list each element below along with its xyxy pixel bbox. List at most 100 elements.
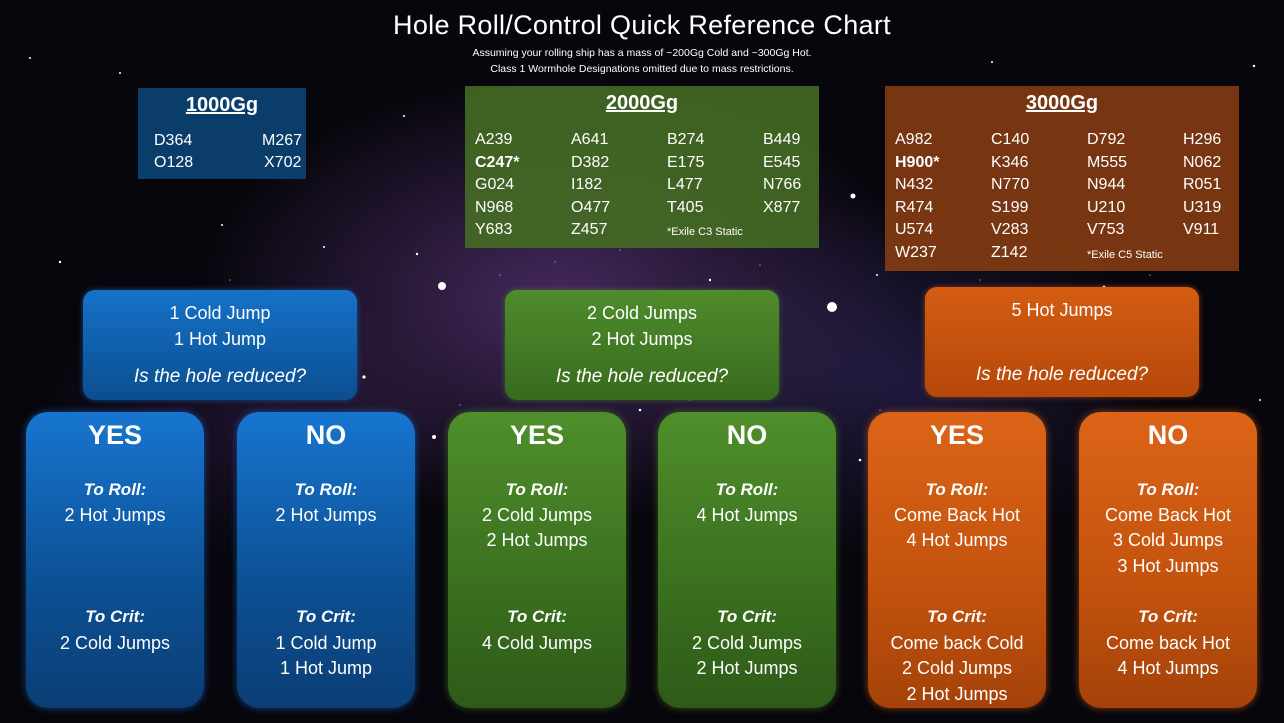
to-crit-label: To Crit: [1138,607,1198,626]
mass-heading: 3000Gg [1025,92,1099,114]
wormhole-code: Z457 [571,221,608,238]
wormhole-code: D382 [571,153,610,171]
answer-yes-1000gg: YES To Roll: 2 Hot Jumps To Crit: 2 Cold… [26,412,204,708]
jump-instruction: 2 Hot Jumps [591,329,693,349]
crit-step: 4 Hot Jumps [1117,658,1219,678]
roll-step: 2 Hot Jumps [64,505,166,525]
mass-group-1000gg: 1000Gg D364 M267 O128 X702 [138,88,306,179]
wormhole-code: L477 [667,176,703,193]
crit-step: 1 Hot Jump [279,658,373,678]
wormhole-code-exile: H900* [895,153,940,171]
mass-heading: 2000Gg [605,92,679,114]
wormhole-code: N968 [475,198,514,216]
wormhole-code: U319 [1183,198,1222,216]
to-roll-label: To Roll: [294,480,358,499]
wormhole-code: D792 [1087,131,1126,148]
wormhole-code: Y683 [475,221,513,238]
question-box-3000gg: 5 Hot Jumps Is the hole reduced? [925,287,1199,397]
answer-heading: YES [929,420,985,450]
mass-group-2000gg: 2000Gg A239 A641 B274 B449 C247* D382 E1… [465,86,819,248]
answer-heading: NO [305,420,347,450]
wormhole-code: E175 [667,153,705,171]
jump-instruction: 1 Cold Jump [169,303,271,323]
wormhole-code: Z142 [991,243,1028,261]
to-roll-label: To Roll: [505,480,569,499]
roll-step: 4 Hot Jumps [696,505,798,525]
wormhole-code: O477 [571,198,611,216]
wormhole-code: V753 [1087,221,1125,238]
roll-step: Come Back Hot [1104,505,1232,525]
roll-step: 4 Hot Jumps [906,530,1008,550]
to-crit-label: To Crit: [507,607,567,626]
wormhole-code: C140 [991,131,1030,148]
wormhole-code: V911 [1183,221,1220,238]
answer-heading: NO [726,420,768,450]
jump-instruction: 2 Cold Jumps [586,303,698,323]
answer-no-3000gg: NO To Roll: Come Back Hot 3 Cold Jumps 3… [1079,412,1257,708]
answer-yes-2000gg: YES To Roll: 2 Cold Jumps 2 Hot Jumps To… [448,412,626,708]
mass-group-3000gg: 3000Gg A982 C140 D792 H296 H900* K346 M5… [885,86,1239,271]
wormhole-code: R474 [895,198,934,216]
answer-heading: NO [1147,420,1189,450]
roll-step: 2 Cold Jumps [481,505,593,525]
to-crit-label: To Crit: [85,607,145,626]
crit-step: Come back Hot [1105,633,1231,653]
to-roll-label: To Roll: [925,480,989,499]
wormhole-code: M555 [1087,153,1128,171]
wormhole-code: A239 [475,131,513,148]
wormhole-code: N432 [895,176,934,193]
wormhole-code: X702 [264,153,302,171]
to-crit-label: To Crit: [717,607,777,626]
crit-step: Come back Cold [890,633,1024,653]
wormhole-code: G024 [475,176,515,193]
wormhole-code: K346 [991,153,1029,171]
to-roll-label: To Roll: [715,480,779,499]
to-crit-label: To Crit: [296,607,356,626]
wormhole-code: W237 [895,243,937,261]
wormhole-code: N062 [1183,153,1222,171]
to-crit-label: To Crit: [927,607,987,626]
wormhole-code: V283 [991,221,1029,238]
wormhole-code: B274 [667,131,705,148]
wormhole-code: H296 [1183,131,1222,148]
wormhole-code: U210 [1087,198,1126,216]
crit-step: 2 Hot Jumps [696,658,798,678]
wormhole-code: T405 [667,198,704,216]
chart-title: Hole Roll/Control Quick Reference Chart [393,10,891,40]
wormhole-code: D364 [154,132,193,149]
jump-instruction: 1 Hot Jump [173,329,267,349]
crit-step: 2 Hot Jumps [906,684,1008,704]
exile-static-note: *Exile C5 Static [1087,248,1163,261]
crit-step: 2 Cold Jumps [691,633,803,653]
reduced-question: Is the hole reduced? [555,366,729,387]
wormhole-code: E545 [763,153,801,171]
crit-step: 2 Cold Jumps [901,658,1013,678]
question-box-2000gg: 2 Cold Jumps 2 Hot Jumps Is the hole red… [505,290,779,400]
question-box-1000gg: 1 Cold Jump 1 Hot Jump Is the hole reduc… [83,290,357,400]
exile-static-note: *Exile C3 Static [667,226,743,238]
wormhole-code: X877 [763,198,801,216]
crit-step: 2 Cold Jumps [59,633,171,653]
crit-step: 1 Cold Jump [275,633,377,653]
subtitle-mass-assumption: Assuming your rolling ship has a mass of… [472,47,812,59]
roll-step: 2 Hot Jumps [486,530,588,550]
wormhole-code: M267 [262,132,303,149]
wormhole-code: N770 [991,176,1030,193]
wormhole-code: U574 [895,221,934,238]
roll-step: 3 Cold Jumps [1112,530,1224,550]
answer-no-2000gg: NO To Roll: 4 Hot Jumps To Crit: 2 Cold … [658,412,836,708]
reduced-question: Is the hole reduced? [133,366,307,387]
roll-step: 2 Hot Jumps [275,505,377,525]
to-roll-label: To Roll: [1136,480,1200,499]
wormhole-code: R051 [1183,176,1222,193]
answer-yes-3000gg: YES To Roll: Come Back Hot 4 Hot Jumps T… [868,412,1046,708]
wormhole-code: O128 [154,153,194,171]
answer-no-1000gg: NO To Roll: 2 Hot Jumps To Crit: 1 Cold … [237,412,415,708]
subtitle-class1-note: Class 1 Wormhole Designations omitted du… [490,63,794,75]
answer-heading: YES [87,420,143,450]
wormhole-code: I182 [571,176,603,193]
wormhole-code-exile: C247* [475,153,520,171]
to-roll-label: To Roll: [83,480,147,499]
jump-instruction: 5 Hot Jumps [1011,300,1113,320]
crit-step: 4 Cold Jumps [481,633,593,653]
